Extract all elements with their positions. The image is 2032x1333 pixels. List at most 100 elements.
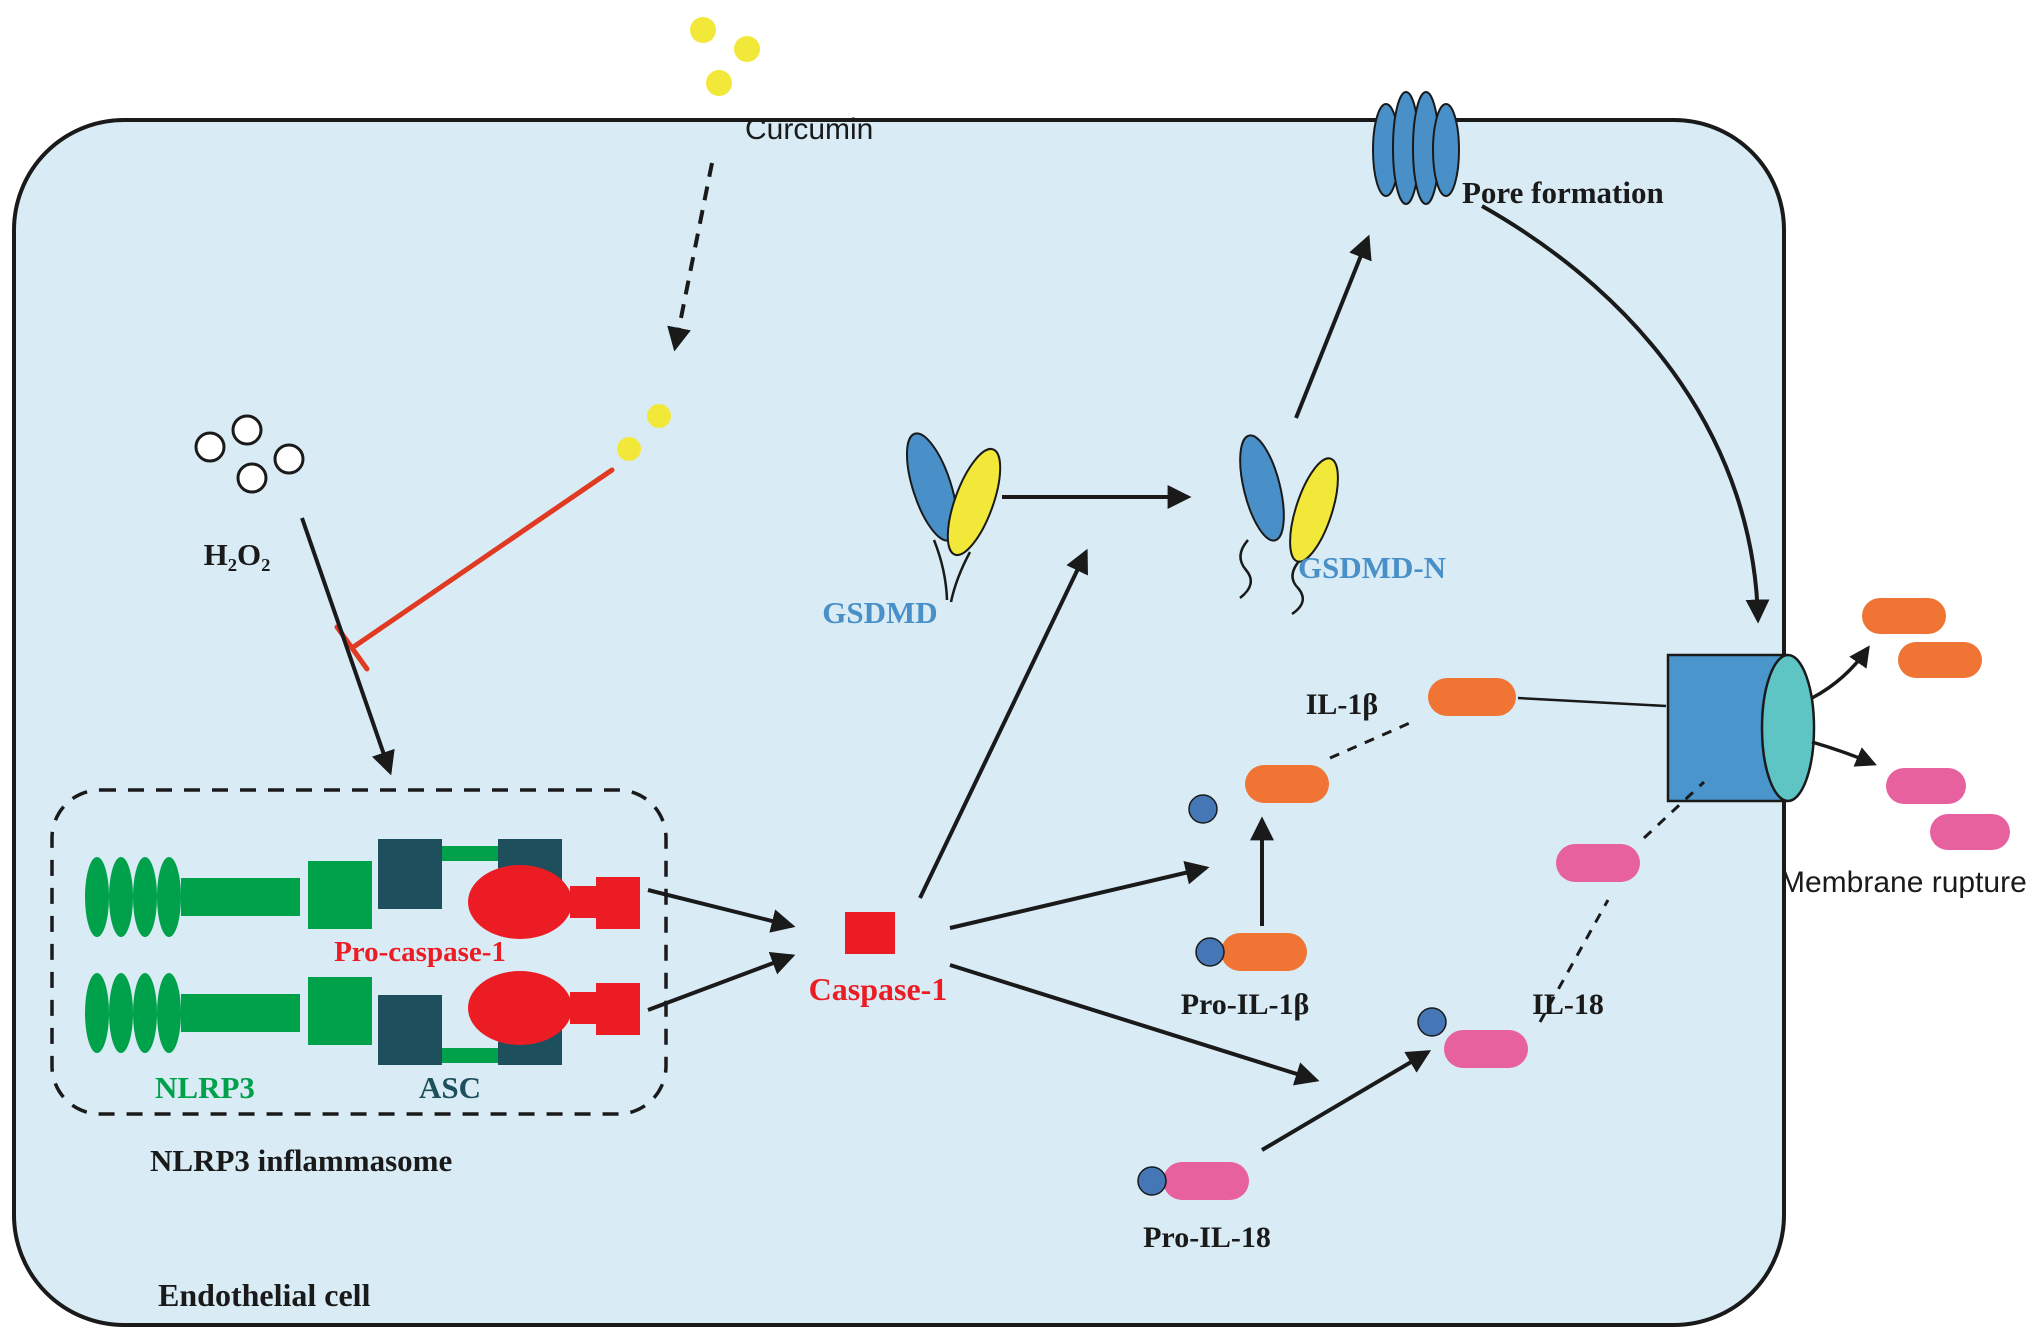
gsdmd-n-fragment-oval: [1239, 434, 1285, 542]
asc-label: ASC: [418, 1070, 481, 1105]
il18-pills: [1163, 768, 2010, 1200]
asc-domain-square: [378, 995, 442, 1065]
nlrp3-inflammasome-label: NLRP3 inflammasome: [150, 1143, 453, 1178]
curcumin-molecules: [690, 17, 760, 96]
pro-caspase1-domain: [596, 983, 640, 1035]
pro-il1b-label: Pro-IL-1β: [1180, 988, 1310, 1021]
h2o2-molecules: [194, 414, 305, 494]
pro-il18-dot: [1137, 1166, 1167, 1196]
il18-to-channel-dash: [1642, 780, 1706, 840]
nlrp3-lrr-oval: [109, 973, 133, 1053]
curcumin-molecules-intracellular: [617, 404, 671, 461]
nlrp3-lrr-oval: [133, 857, 157, 937]
membrane-rupture-channel: [1666, 653, 1816, 803]
il18-pill: [1556, 844, 1640, 882]
nlrp3-lrr-oval: [85, 857, 109, 937]
asc-linker-bar: [442, 846, 498, 861]
h2o2-dot: [231, 414, 263, 446]
pro-caspase1-arm: [570, 886, 596, 918]
pore-subunit: [1432, 103, 1460, 197]
gsdmd-c-domain-oval: [946, 447, 1002, 557]
h2o2-dot: [194, 431, 226, 463]
h2o2-activation-arrow: [300, 517, 395, 776]
nlrp3-pyd-square: [308, 977, 372, 1045]
caspase-to-il1b-arrow: [949, 860, 1210, 930]
inflammasome-dashed-outline: [50, 788, 668, 1116]
pore-to-rupture-arrow: [1481, 204, 1770, 624]
pro-caspase1-card-oval: [468, 971, 572, 1045]
procaspase-to-caspase-arrow-top: [647, 888, 796, 933]
il18-prodomain-dot: [1417, 1007, 1447, 1037]
curcumin-label: Curcumin: [745, 113, 874, 146]
pro-caspase1-domain: [596, 877, 640, 929]
curcumin-dot: [647, 404, 671, 428]
gsdmd-c-fragment-oval: [1289, 457, 1339, 563]
asc-domain-square: [378, 839, 442, 909]
pro-il18-pill: [1163, 1162, 1249, 1200]
il1b-pill: [1245, 765, 1329, 803]
nlrp3-lrr-oval: [157, 973, 181, 1053]
nlrp3-lrr-oval: [157, 857, 181, 937]
nlrp3-pyd-square: [308, 861, 372, 929]
il18-traffic-dash: [1538, 899, 1610, 1023]
pro-il18-label: Pro-IL-18: [1143, 1221, 1271, 1254]
inhibition-line: [349, 467, 615, 651]
proil18-maturation-arrow: [1260, 1050, 1432, 1152]
secreted-il1b-pill: [1862, 598, 1946, 634]
caspase1-label: Caspase-1: [808, 971, 948, 1007]
pore-formation-label: Pore formation: [1462, 175, 1664, 210]
pro-il1b-dot: [1195, 937, 1225, 967]
curcumin-entry-arrow: [667, 162, 714, 352]
gsdmd-tail: [949, 551, 972, 603]
il1b-pills: [1221, 598, 1982, 971]
il1b-pill: [1428, 678, 1516, 716]
secreted-il18-pill: [1886, 768, 1966, 804]
nlrp3-nacht-bar: [181, 878, 300, 916]
asc-linker-bar: [442, 1048, 498, 1063]
pro-caspase1-arm: [570, 992, 596, 1024]
curcumin-dot: [617, 437, 641, 461]
rupture-channel-opening: [1760, 653, 1816, 803]
pro-caspase1-card-oval: [468, 865, 572, 939]
nlrp3-lrr-oval: [109, 857, 133, 937]
curcumin-dot: [706, 70, 732, 96]
il18-label: IL-18: [1532, 988, 1604, 1021]
il1b-to-channel-line: [1517, 696, 1667, 708]
gsdmd-tail: [932, 539, 949, 601]
gsdmd-n-fragments: [1239, 434, 1339, 616]
caspase-red-parts: [468, 865, 895, 1045]
gsdmdn-to-pore-arrow: [1294, 234, 1372, 419]
il1b-traffic-dash: [1329, 720, 1413, 760]
pro-domain-dots: [1137, 794, 1447, 1196]
membrane-rupture-label: Membrane rupture: [1780, 866, 2027, 899]
il18-secretion-arrow: [1811, 740, 1877, 767]
il18-pill: [1444, 1030, 1528, 1068]
procaspase-to-caspase-arrow-bottom: [647, 951, 796, 1012]
secreted-il1b-pill: [1898, 642, 1982, 678]
caspase-to-gsdmd-arrow: [918, 548, 1088, 899]
gsdmd-n-label: GSDMD-N: [1297, 550, 1447, 585]
caspase-to-il18-arrow: [949, 963, 1320, 1086]
h2o2-dot: [236, 462, 268, 494]
pro-il1b-pill: [1221, 933, 1307, 971]
il1b-label: IL-1β: [1305, 688, 1379, 721]
secreted-il18-pill: [1930, 814, 2010, 850]
caspase1-square: [845, 912, 895, 954]
gsdmd-label: GSDMD: [822, 595, 938, 630]
nlrp3-label: NLRP3: [155, 1070, 255, 1105]
gsdmd-molecule: [905, 432, 1002, 603]
nlrp3-lrr-oval: [133, 973, 157, 1053]
pro-caspase1-label: Pro-caspase-1: [334, 936, 506, 968]
endothelial-cell-label: Endothelial cell: [158, 1277, 371, 1313]
gsdmd-c-tail: [1291, 559, 1305, 616]
nlrp3-lrr-oval: [85, 973, 109, 1053]
il1b-secretion-arrow: [1811, 645, 1870, 700]
membrane-pore: [1372, 91, 1460, 205]
curcumin-dot: [734, 36, 760, 62]
nlrp3-protein: [85, 846, 498, 1063]
gsdmd-n-tail: [1239, 539, 1253, 599]
curcumin-dot: [690, 17, 716, 43]
h2o2-dot: [273, 443, 305, 475]
